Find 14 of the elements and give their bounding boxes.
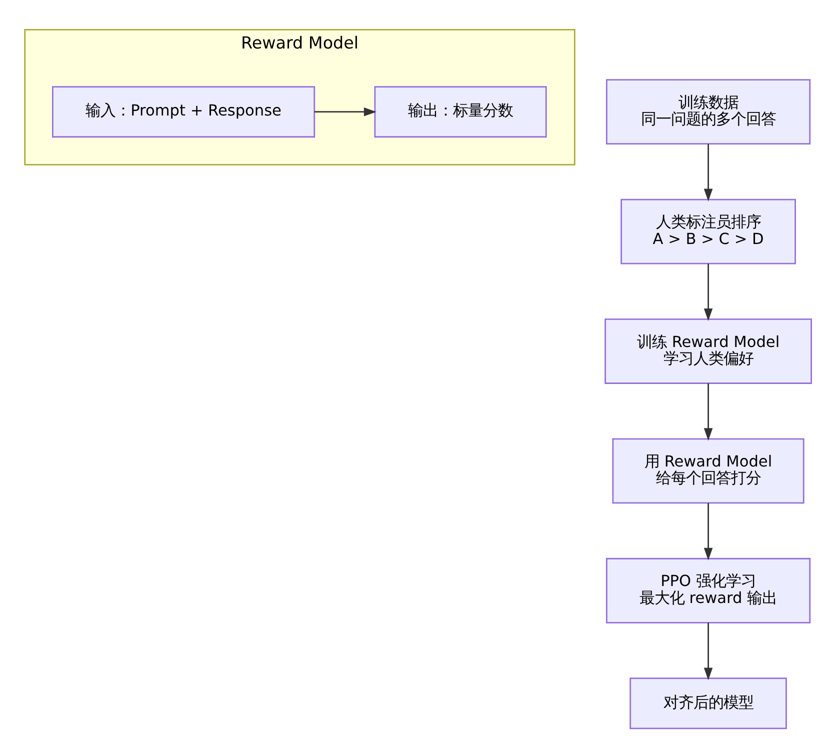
node-box: 输入：Prompt + Response: [52, 86, 316, 138]
arrow: [704, 502, 713, 560]
node-box: 训练 Reward Model 学习人类偏好: [604, 318, 812, 384]
node-box: PPO 强化学习 最大化 reward 输出: [606, 557, 811, 623]
node-box: 用 Reward Model 给每个回答打分: [612, 438, 804, 504]
node-box: 输出：标量分数: [374, 86, 547, 138]
node-box: 对齐后的模型: [630, 677, 787, 729]
arrow: [704, 263, 713, 321]
node-box: 人类标注员排序 A > B > C > D: [620, 198, 796, 264]
node-box: 训练数据 同一问题的多个回答: [606, 78, 811, 144]
arrow: [704, 622, 713, 680]
arrow: [314, 106, 376, 116]
arrow: [704, 143, 713, 201]
arrow: [704, 382, 713, 440]
